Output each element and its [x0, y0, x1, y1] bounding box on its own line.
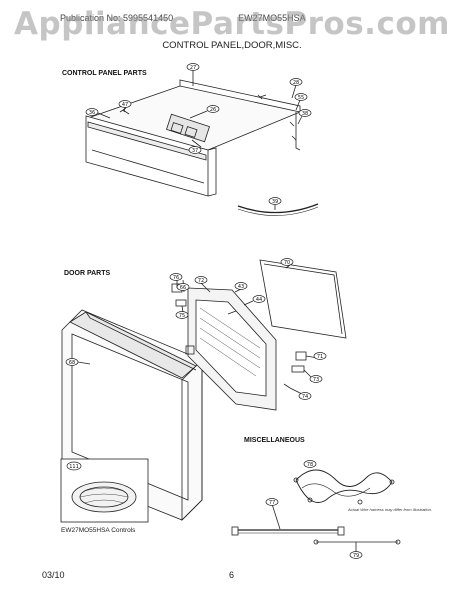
callout-control-2: 47 — [122, 102, 128, 108]
footer-page-number: 6 — [229, 570, 235, 580]
door-assembly — [61, 259, 347, 521]
callout-door-10: 74 — [302, 394, 308, 400]
control-panel-assembly — [85, 70, 319, 216]
callout-control-4: 26 — [210, 107, 216, 113]
callout-door-8: 71 — [317, 354, 323, 360]
page-title: CONTROL PANEL,DOOR,MISC. — [162, 40, 302, 51]
callout-door-3: 72 — [198, 278, 204, 284]
callout-door-4: 70 — [284, 260, 290, 266]
callout-door-7: 44 — [256, 297, 262, 303]
callout-control-6: 28 — [293, 80, 299, 86]
watermark-text: AppliancePartsPros.com — [14, 6, 450, 42]
callout-control-1: 36 — [89, 110, 95, 116]
callout-door-9: 73 — [313, 377, 319, 383]
section-label-door: DOOR PARTS — [64, 270, 111, 277]
callout-control-3: 27 — [190, 65, 196, 71]
callout-door-5: 43 — [238, 284, 244, 290]
misc-parts — [60, 458, 401, 552]
callout-misc-3: 77 — [269, 500, 275, 506]
callout-control-9: 39 — [272, 199, 278, 205]
misc-note: Actual Wire harness may differ from Illu… — [348, 507, 432, 512]
callout-misc-4: 79 — [353, 553, 359, 559]
publication-header: Publication No: 5995541450 EW27MO55HSA — [60, 13, 306, 23]
publication-number: Publication No: 5995541450 — [60, 13, 174, 23]
callout-door-1: 76 — [173, 275, 179, 281]
callout-control-8: 38 — [302, 111, 308, 117]
callout-door-6: 75 — [179, 313, 185, 319]
controls-caption: EW27MO55HSA Controls — [61, 527, 136, 534]
callout-door-11: 68 — [69, 360, 75, 366]
callout-control-7: 55 — [298, 95, 304, 101]
callout-misc-2: 78 — [307, 462, 313, 468]
footer-date: 03/10 — [42, 570, 65, 580]
section-label-control-panel: CONTROL PANEL PARTS — [62, 70, 147, 77]
callout-control-5: 37 — [192, 148, 198, 154]
callout-door-2: 66 — [180, 285, 186, 291]
model-number: EW27MO55HSA — [238, 13, 306, 23]
section-label-misc: MISCELLANEOUS — [244, 437, 305, 444]
callout-misc-1: 111 — [69, 464, 79, 470]
